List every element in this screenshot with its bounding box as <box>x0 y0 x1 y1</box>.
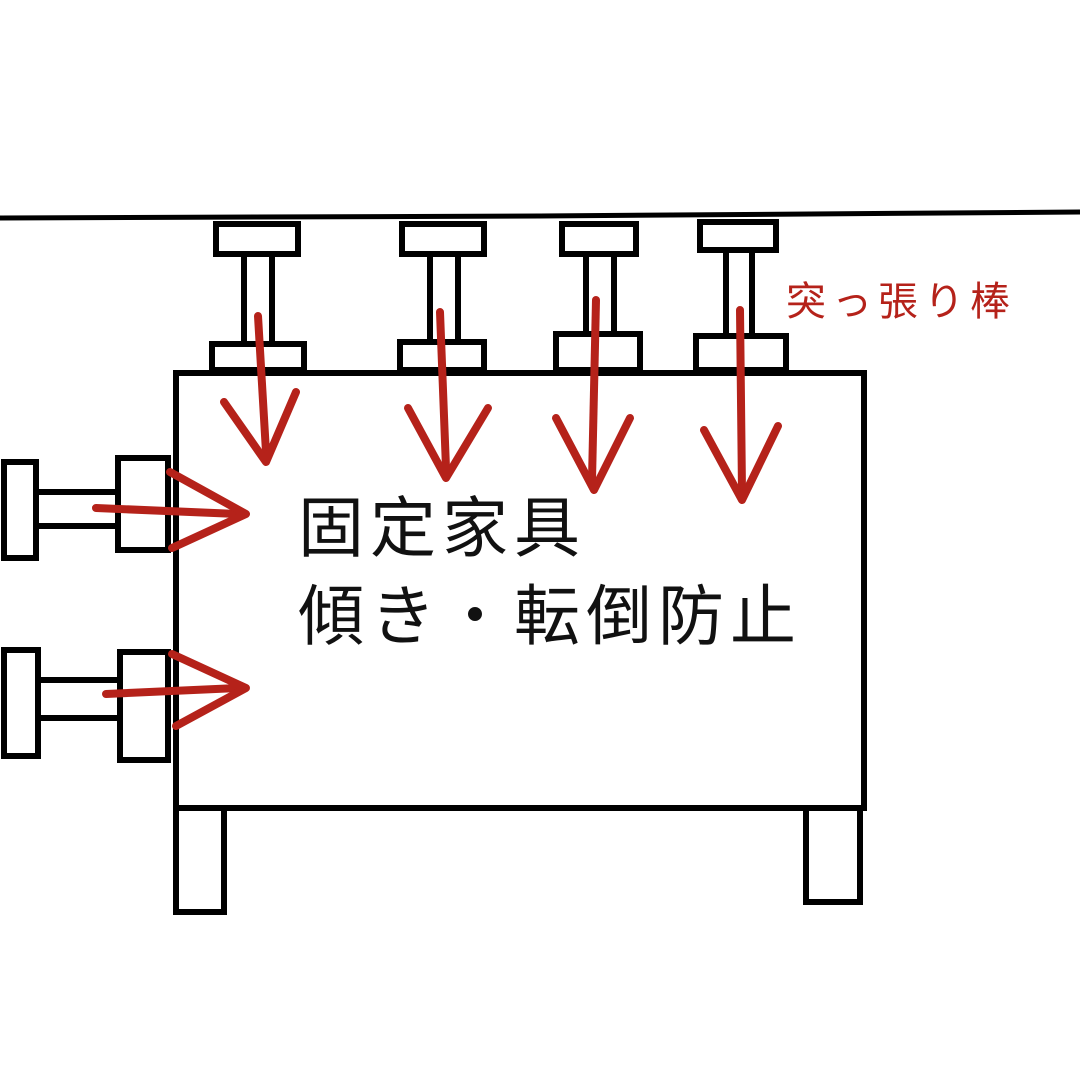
arrow-down-3 <box>552 296 634 494</box>
furniture-leg-right <box>803 805 863 905</box>
arrow-down-4 <box>700 306 782 504</box>
arrow-down-1 <box>220 312 300 466</box>
arrow-down-2 <box>404 308 492 482</box>
furniture-body <box>173 370 867 811</box>
arrow-right-2 <box>102 650 250 730</box>
furniture-leg-left <box>173 805 227 915</box>
furniture-label-line2: 傾き・転倒防止 <box>298 578 802 655</box>
tension-rod-side-1 <box>1 455 171 561</box>
tension-rod-top-2 <box>397 221 487 373</box>
ceiling-line <box>0 209 1080 221</box>
tension-rod-side-2 <box>1 647 171 763</box>
arrow-right-1 <box>92 468 250 552</box>
tension-rod-label: 突っ張り棒 <box>786 279 1016 325</box>
furniture-label-line1: 固定家具 <box>298 490 586 567</box>
